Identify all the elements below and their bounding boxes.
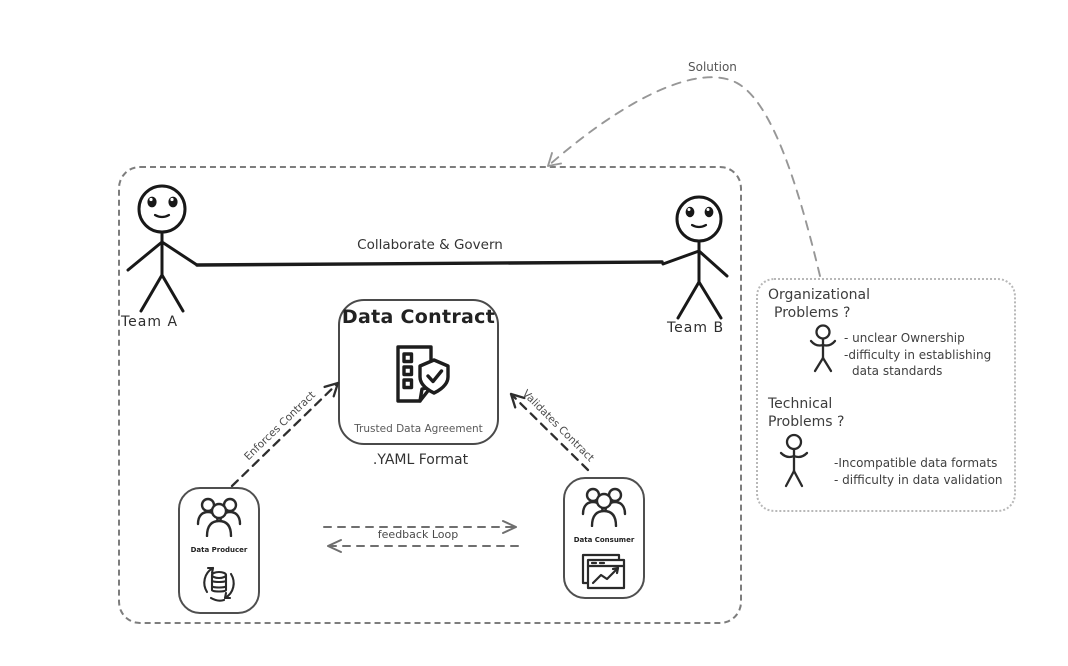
technical-problems-title: Technical Problems ? [768, 395, 1004, 431]
problems-panel: Organizational Problems ? - unclear Owne… [756, 278, 1016, 512]
data-contract-title: Data Contract [341, 306, 496, 328]
technical-title-line1: Technical [768, 395, 833, 412]
team-a-stick-figure-icon [126, 184, 199, 313]
org-problem-item: -difficulty in establishing [844, 347, 992, 362]
data-producer-label: Data Producer [190, 545, 248, 554]
data-producer-box: Data Producer [178, 487, 260, 614]
users-group-icon [581, 487, 627, 527]
chart-report-icon [581, 553, 626, 590]
collaborate-govern-label: Collaborate & Govern [357, 237, 503, 253]
shrug-stick-figure-icon [809, 324, 837, 373]
shrug-stick-figure-icon [779, 434, 809, 488]
data-consumer-label: Data Consumer [573, 536, 635, 544]
team-b-stick-figure-icon [661, 195, 729, 320]
organizational-problems-title: Organizational Problems ? [768, 286, 1004, 322]
data-consumer-box: Data Consumer [563, 477, 645, 599]
technical-title-line2: Problems ? [768, 414, 845, 431]
users-group-icon [196, 497, 242, 537]
yaml-format-label: .YAML Format [372, 452, 469, 468]
organizational-title-line1: Organizational [768, 287, 870, 303]
team-b-label: Team B [667, 320, 725, 336]
solution-label: Solution [688, 60, 737, 74]
contract-checklist-shield-icon [395, 344, 450, 403]
trusted-data-agreement-label: Trusted Data Agreement [354, 423, 483, 435]
main-diagram-frame [118, 166, 742, 624]
org-problem-item: - unclear Ownership [844, 331, 965, 346]
org-problem-item: data standards [852, 363, 943, 378]
database-sync-icon [203, 566, 235, 602]
team-a-label: Team A [121, 314, 179, 330]
tech-problem-item: -Incompatible data formats [834, 456, 998, 471]
feedback-loop-label: feedback Loop [377, 528, 459, 541]
organizational-title-line2: Problems ? [774, 305, 851, 322]
data-contract-box: Data Contract Trusted Data Agreement [338, 299, 499, 445]
tech-problem-item: - difficulty in data validation [834, 472, 1003, 487]
